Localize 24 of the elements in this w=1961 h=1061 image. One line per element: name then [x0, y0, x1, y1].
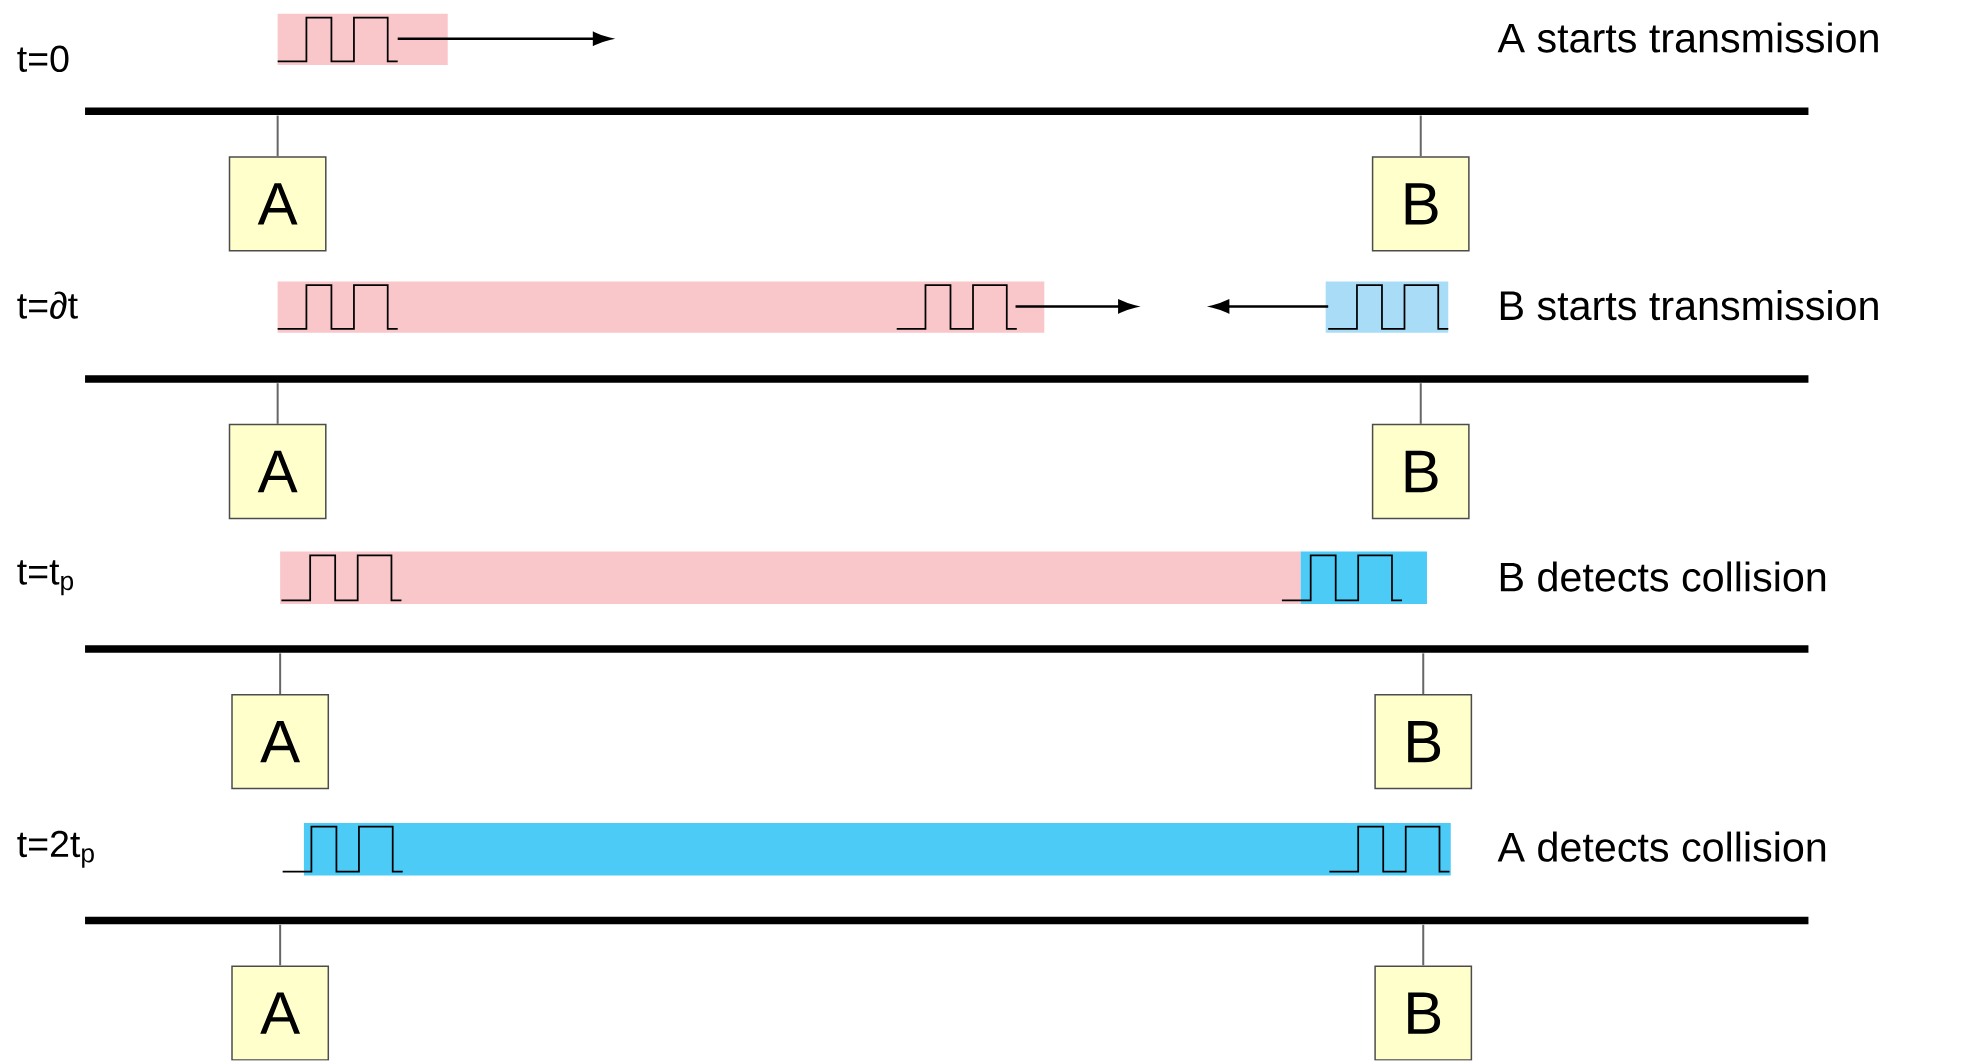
station-box: B — [1374, 965, 1473, 1061]
station-box: B — [1374, 694, 1473, 790]
connector-line — [1419, 114, 1422, 158]
time-label: t=t$_{p}$ — [17, 560, 73, 596]
station-box: A — [228, 424, 327, 520]
connector-line — [276, 382, 279, 426]
time-label: t=2t$_{p}$ — [17, 830, 94, 868]
time-label: t=0 — [17, 45, 69, 73]
connector-line — [1422, 923, 1425, 967]
event-label: A starts transmission — [1497, 22, 1878, 53]
connector-line — [279, 652, 282, 696]
event-label: B detects collision — [1500, 561, 1826, 592]
connector-line — [279, 923, 282, 967]
connector-line — [276, 114, 279, 158]
station-box: A — [231, 965, 330, 1061]
connector-line — [1422, 652, 1425, 696]
connector-line — [1419, 382, 1422, 426]
station-box: A — [231, 694, 330, 790]
event-label: A detects collision — [1497, 831, 1826, 863]
station-box: A — [228, 156, 327, 252]
station-box: B — [1371, 156, 1470, 252]
event-label: B starts transmission — [1500, 290, 1878, 321]
station-box: B — [1371, 424, 1470, 520]
time-label: t=∂t — [17, 291, 78, 320]
